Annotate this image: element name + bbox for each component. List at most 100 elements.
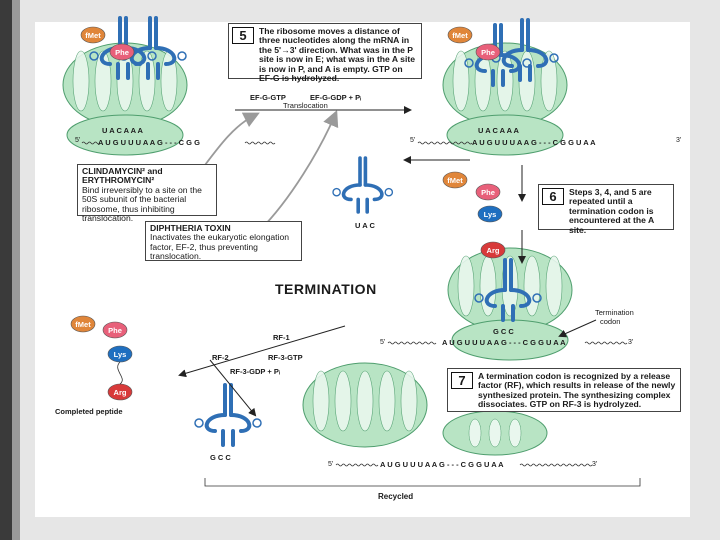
dissociation-arrow xyxy=(209,359,257,417)
rf3-gdp-label: RF-3-GDP + Pᵢ xyxy=(230,367,280,376)
amino-fmet-4-bead xyxy=(70,315,96,333)
ribosome-1-lobe xyxy=(72,50,90,112)
amino-arg-4-label: Arg xyxy=(114,388,127,397)
ribosome-3-lobe xyxy=(545,255,563,317)
amino-phe-2-bead xyxy=(475,43,501,61)
diphtheria-arrow xyxy=(259,110,339,231)
amino-phe-3-bead xyxy=(475,183,501,201)
ribosome-4-small-lobe xyxy=(508,418,522,448)
trna-2a-loop xyxy=(522,58,532,68)
clindamycin-arrow xyxy=(204,112,260,166)
trna-free xyxy=(332,156,394,214)
mrna-4: A U G U U U A A G - - - C G G U A A xyxy=(380,460,504,469)
termination-codon-arrow xyxy=(558,319,597,338)
amino-fmet-3-bead xyxy=(442,171,468,189)
trna-1a-stem xyxy=(118,16,128,50)
trna-1b-loop xyxy=(177,51,187,61)
trna-2b-stem xyxy=(520,18,530,52)
trna-free-stem xyxy=(358,156,368,187)
ribosome-4-large-lobe xyxy=(312,370,330,432)
amino-arg-3-label: Arg xyxy=(487,246,500,255)
amino-phe-3-label: Phe xyxy=(481,188,495,197)
trna-3-arms xyxy=(484,288,532,308)
recycled-bracket xyxy=(204,478,641,487)
step-7-text: A termination codon is recognized by a r… xyxy=(478,371,676,410)
step-6-number: 6 xyxy=(542,188,564,205)
trna-released-loop xyxy=(252,418,262,428)
three-prime-2: 3' xyxy=(676,137,681,144)
term-anticodon: G C C xyxy=(493,327,514,336)
mrna-3-right xyxy=(584,341,628,345)
mrna-strands xyxy=(81,141,628,467)
diphtheria-title: DIPHTHERIA TOXIN xyxy=(150,223,231,233)
release-arrow xyxy=(178,325,346,378)
amino-fmet-2-bead xyxy=(447,26,473,44)
ribosome-4-large-lobe xyxy=(400,370,418,432)
ribosome-4-small-lobe xyxy=(468,418,482,448)
ribosome-3-small-subunit xyxy=(451,319,569,361)
termination-title: TERMINATION xyxy=(275,281,377,297)
ribosome-1-lobe xyxy=(94,50,112,112)
trna-3-stem xyxy=(503,258,513,292)
mrna-3-left xyxy=(387,341,437,345)
rf1-label: RF-1 xyxy=(273,333,290,342)
amino-fmet-3-label: fMet xyxy=(447,176,463,185)
five-prime-1: 5' xyxy=(75,137,80,144)
ribosome-2-lobe xyxy=(452,50,470,112)
trna-2b-arms xyxy=(501,48,549,68)
completed-peptide-label: Completed peptide xyxy=(55,407,123,416)
anticodon-1: U A C A A A xyxy=(102,126,144,135)
step-5-text: The ribosome moves a distance of three n… xyxy=(259,26,415,84)
amino-lys-3-label: Lys xyxy=(484,210,497,219)
amino-arg-3-bead xyxy=(480,241,506,259)
mrna-3: A U G U U U A A G - - - C G G U A A xyxy=(442,338,566,347)
amino-lys-4-label: Lys xyxy=(114,350,127,359)
recycled-label: Recycled xyxy=(378,492,413,501)
ef-g-gdp-label: EF-G-GDP + Pᵢ xyxy=(310,93,361,102)
trna-1b-anticodon-arm xyxy=(146,62,160,80)
trna-free-loop xyxy=(384,187,394,197)
mrna-1-left xyxy=(81,141,101,145)
trna-released-stem xyxy=(223,383,233,417)
trna-released-loop xyxy=(194,418,204,428)
peptide-link xyxy=(117,361,123,385)
amino-phe-2-label: Phe xyxy=(481,48,495,57)
mrna-1-right xyxy=(244,141,276,145)
clindamycin-title: CLINDAMYCIN² and ERYTHROMYCIN² xyxy=(82,166,163,186)
ribosome-4-large xyxy=(302,362,428,448)
ribosome-1-small-subunit xyxy=(66,114,184,156)
trna-3-loop xyxy=(532,293,542,303)
amino-phe-4-label: Phe xyxy=(108,326,122,335)
left-edge-strip-light xyxy=(12,0,20,540)
ribosome-2-lobe xyxy=(540,50,558,112)
step-6-text: Steps 3, 4, and 5 are repeated until a t… xyxy=(569,187,654,235)
released-trna-anticodon: G C C xyxy=(210,453,231,462)
mrna-4-left xyxy=(335,463,379,467)
ribosome-4-small-lobe xyxy=(488,418,502,448)
ribosome-4-large-lobe xyxy=(378,370,396,432)
translocation-label: Translocation xyxy=(283,101,328,110)
rf3-gtp-label: RF-3-GTP xyxy=(268,353,303,362)
three-prime-4: 3' xyxy=(592,461,597,468)
trna-1a-loop xyxy=(147,51,157,61)
step-5-box: 5 The ribosome moves a distance of three… xyxy=(228,23,422,83)
ribosome-1-lobe xyxy=(138,50,156,112)
trna-2a-anticodon-arm xyxy=(491,69,505,87)
trna-2b-loop xyxy=(549,53,559,63)
trna-1b-stem xyxy=(148,16,158,50)
anticodon-2: U A C A A A xyxy=(478,126,520,135)
mrna-4-right xyxy=(519,463,593,467)
clindamycin-text: Bind irreversibly to a site on the 50S s… xyxy=(82,184,202,224)
trna-released-anticodon-arm xyxy=(221,429,235,447)
ribosome-2-small-subunit xyxy=(446,114,564,156)
trna-3-anticodon-arm xyxy=(501,304,515,322)
diphtheria-box: DIPHTHERIA TOXIN Inactivates the eukaryo… xyxy=(145,221,302,261)
diphtheria-text: Inactivates the eukaryotic elongation fa… xyxy=(150,232,290,262)
free-trna-anticodon: U A C xyxy=(355,221,375,230)
amino-phe-4-bead xyxy=(102,321,128,339)
five-prime-4: 5' xyxy=(328,461,333,468)
step-6-box: 6 Steps 3, 4, and 5 are repeated until a… xyxy=(538,184,674,234)
